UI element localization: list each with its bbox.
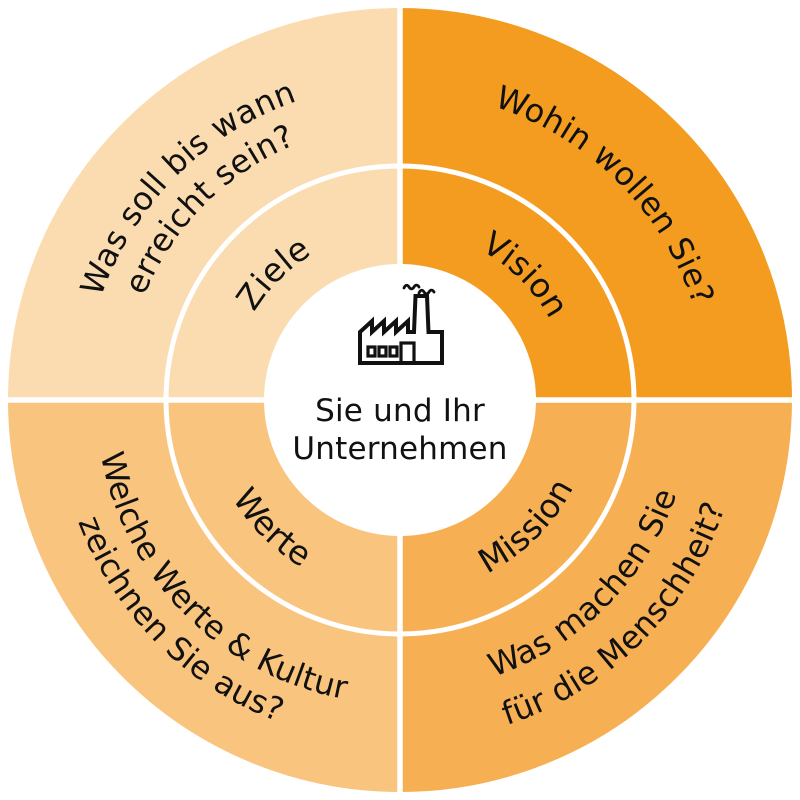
sector-ziele — [6, 6, 400, 400]
center-title-line2: Unternehmen — [292, 431, 507, 467]
sector-vision — [400, 6, 794, 400]
factory-smoke — [402, 283, 421, 291]
ring-divider — [163, 163, 637, 637]
factory-building — [358, 294, 444, 365]
sector-werte — [6, 400, 400, 794]
sector-mission — [400, 400, 794, 794]
center-circle — [264, 264, 536, 536]
factory-icon — [358, 283, 444, 365]
factory-window — [366, 345, 377, 358]
factory-door — [399, 341, 416, 365]
center-title-line1: Sie und Ihr — [315, 393, 485, 429]
factory-smoke — [417, 288, 436, 296]
sectors — [6, 6, 794, 794]
factory-window — [377, 345, 388, 358]
factory-window — [388, 345, 399, 358]
